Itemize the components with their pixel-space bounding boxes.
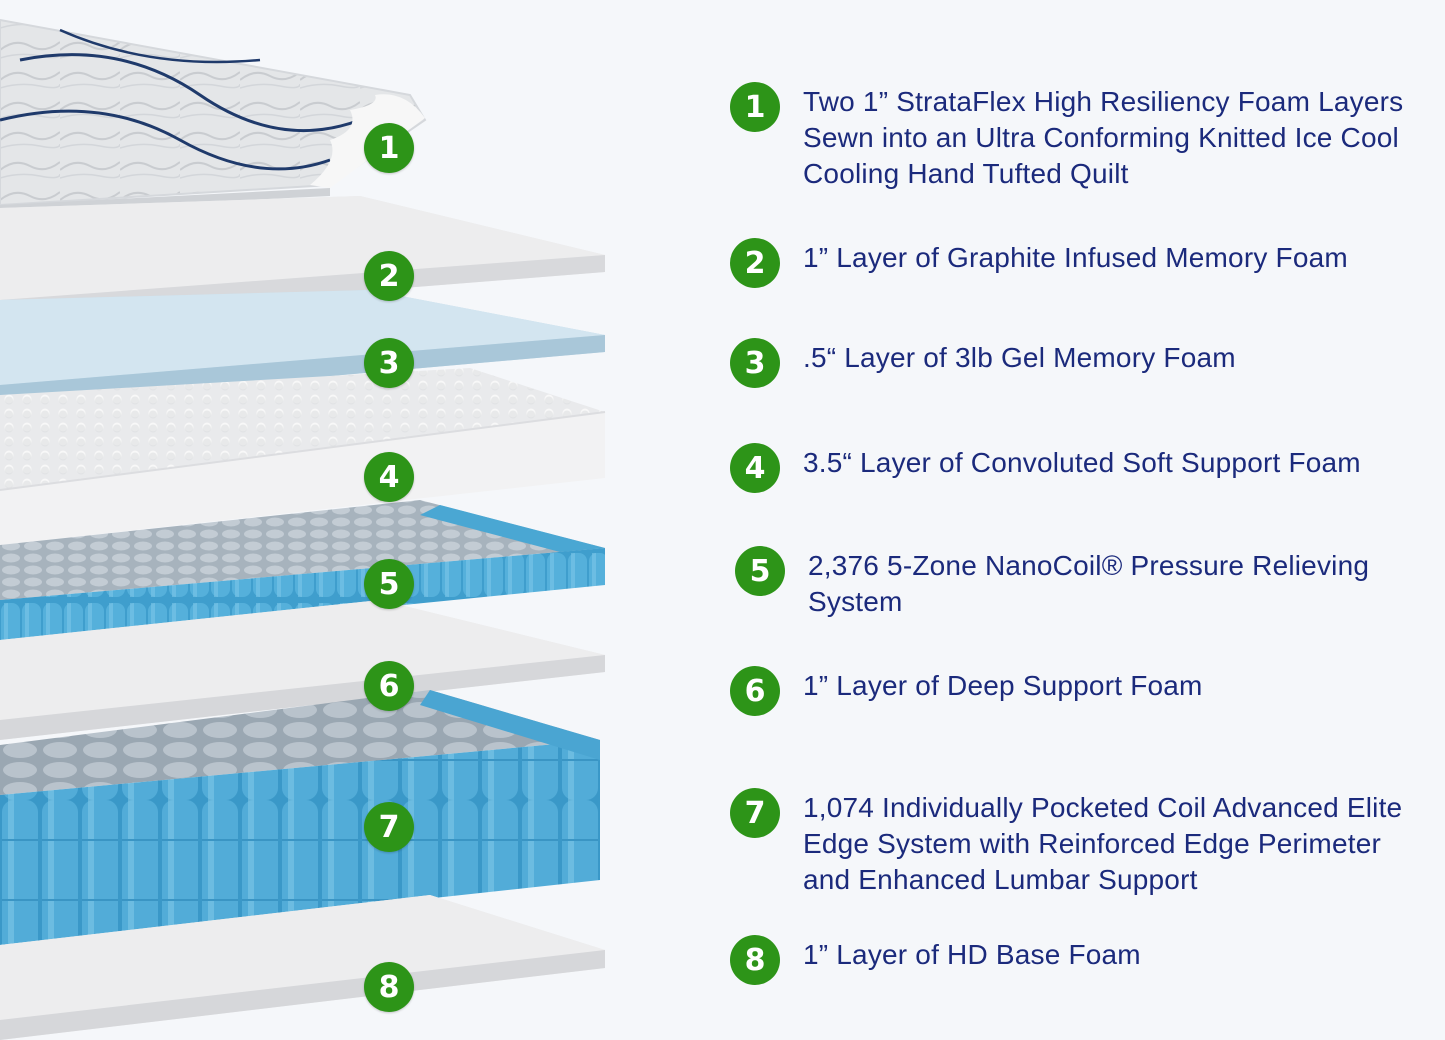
diagram-badge-2: 2 xyxy=(364,251,414,301)
layer-3-gel-foam xyxy=(0,290,605,405)
legend-text-1: Two 1” StrataFlex High Resiliency Foam L… xyxy=(803,86,1404,189)
legend-text-3: .5“ Layer of 3lb Gel Memory Foam xyxy=(803,342,1236,373)
diagram-badge-6: 6 xyxy=(364,661,414,711)
layer-1-quilt xyxy=(0,18,427,212)
legend-text-4: 3.5“ Layer of Convoluted Soft Support Fo… xyxy=(803,447,1361,478)
legend-badge-3: 3 xyxy=(730,338,780,388)
diagram-badge-4: 4 xyxy=(364,452,414,502)
diagram-badge-5: 5 xyxy=(364,559,414,609)
layer-6-deep-support-foam xyxy=(0,600,605,740)
legend-badge-2: 2 xyxy=(730,238,780,288)
legend-badge-7: 7 xyxy=(730,788,780,838)
legend-text-7: 1,074 Individually Pocketed Coil Advance… xyxy=(803,792,1403,895)
layer-7-pocketed-coils xyxy=(0,690,600,945)
mattress-layers-illustration xyxy=(0,18,606,1040)
legend-text-5: 2,376 5-Zone NanoCoil® Pressure Relievin… xyxy=(808,550,1370,617)
diagram-badge-1: 1 xyxy=(364,123,414,173)
legend-text-6: 1” Layer of Deep Support Foam xyxy=(803,670,1203,701)
diagram-badge-8: 8 xyxy=(364,962,414,1012)
layer-5-nanocoil xyxy=(0,500,605,645)
legend-badge-1: 1 xyxy=(730,82,780,132)
legend-badge-4: 4 xyxy=(730,443,780,493)
diagram-badge-7: 7 xyxy=(364,802,414,852)
diagram-badge-3: 3 xyxy=(364,338,414,388)
legend-badge-5: 5 xyxy=(735,546,785,596)
legend-badge-6: 6 xyxy=(730,666,780,716)
layer-8-base-foam xyxy=(0,895,605,1040)
layer-4-convoluted-foam xyxy=(0,368,606,545)
legend-badge-8: 8 xyxy=(730,935,780,985)
legend-text-8: 1” Layer of HD Base Foam xyxy=(803,939,1141,970)
legend-text-2: 1” Layer of Graphite Infused Memory Foam xyxy=(803,242,1348,273)
